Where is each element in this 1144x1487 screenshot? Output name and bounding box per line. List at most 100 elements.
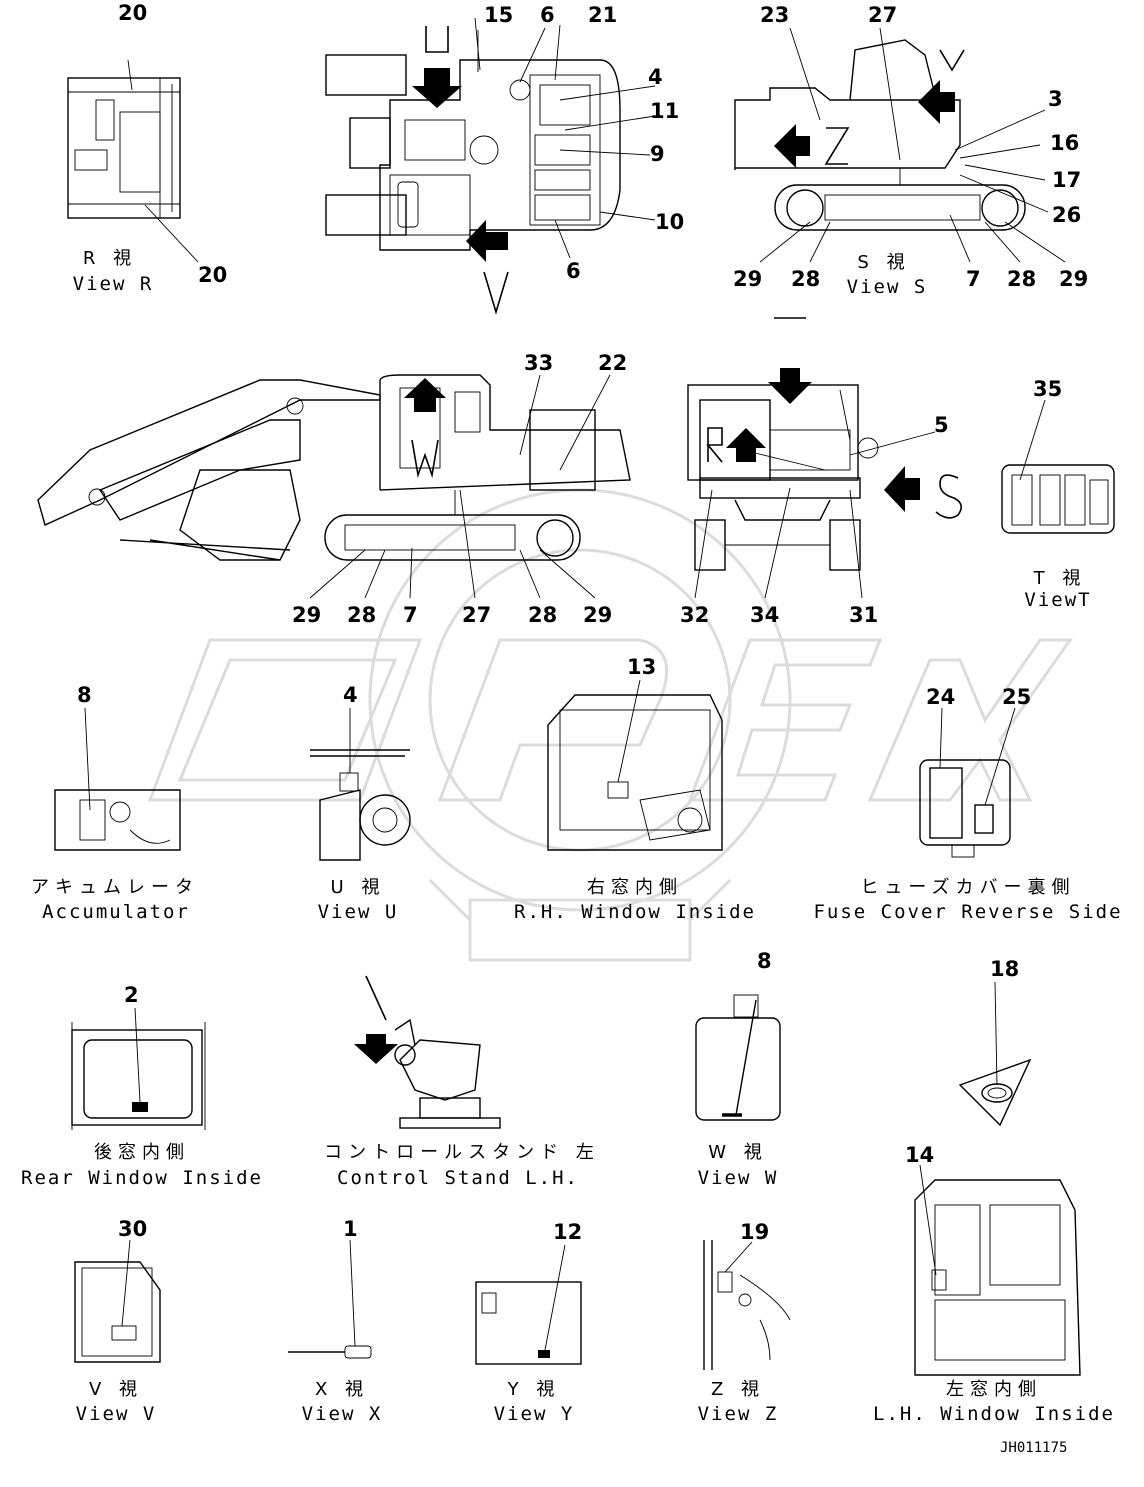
caption-jp: Z 視 xyxy=(711,1379,765,1400)
callout: 13 xyxy=(627,655,656,679)
callout: 32 xyxy=(680,603,709,627)
arrow-u xyxy=(412,26,462,108)
callout: 29 xyxy=(292,603,321,627)
caption-jp: コントロールスタンド 左 xyxy=(324,1142,600,1163)
top-view-drawing xyxy=(325,17,621,251)
callout: 12 xyxy=(553,1220,582,1244)
view-y-drawing xyxy=(475,1281,582,1365)
callout: 23 xyxy=(760,3,789,27)
callout: 20 xyxy=(118,1,147,25)
view-x-drawing xyxy=(288,1345,372,1359)
rh-window-drawing xyxy=(547,694,723,851)
drawing-number: JH011175 xyxy=(1000,1440,1067,1456)
caption-jp: U 視 xyxy=(331,877,386,898)
caption-en: View U xyxy=(318,901,399,923)
view-r-drawing xyxy=(67,59,199,263)
view-w-drawing xyxy=(695,994,781,1121)
callout: 29 xyxy=(1059,267,1088,291)
caption-jp: アキュムレータ xyxy=(31,877,199,898)
caption-en: Rear Window Inside xyxy=(21,1167,263,1189)
callout: 7 xyxy=(966,267,981,291)
callout: 5 xyxy=(934,413,949,437)
callout: 10 xyxy=(655,210,684,234)
caption-en: L.H. Window Inside xyxy=(873,1403,1115,1425)
callout: 19 xyxy=(740,1220,769,1244)
caption-en: View W xyxy=(698,1167,779,1189)
callout: 14 xyxy=(905,1143,934,1167)
callout: 28 xyxy=(791,267,820,291)
callout: 24 xyxy=(926,685,955,709)
callout: 7 xyxy=(403,603,418,627)
view-z-drawing xyxy=(703,1240,791,1370)
caption-jp: 後窓内側 xyxy=(94,1142,190,1163)
callout: 27 xyxy=(868,3,897,27)
callout: 8 xyxy=(77,683,92,707)
view-captions: R 視 View R S 視 View S T 視 ViewT アキュムレータ … xyxy=(21,248,1122,1425)
caption-en: View V xyxy=(76,1403,157,1425)
callout: 18 xyxy=(990,957,1019,981)
callout: 1 xyxy=(343,1217,358,1241)
view-u-drawing xyxy=(310,749,411,861)
callout: 29 xyxy=(583,603,612,627)
caption-jp: X 視 xyxy=(315,1379,369,1400)
callout: 20 xyxy=(198,263,227,287)
view-t-drawing xyxy=(1001,464,1115,534)
arrow-v xyxy=(466,220,509,315)
arrow-r xyxy=(706,427,766,463)
callout: 33 xyxy=(524,351,553,375)
callout: 3 xyxy=(1048,87,1063,111)
callout: 25 xyxy=(1002,685,1031,709)
callout: 31 xyxy=(849,603,878,627)
arrow-w xyxy=(404,378,446,479)
callout: 6 xyxy=(566,259,581,283)
caption-en: View R xyxy=(73,273,154,295)
callout: 28 xyxy=(528,603,557,627)
callout: 34 xyxy=(750,603,779,627)
lh-window-drawing xyxy=(914,1179,1081,1376)
callout: 21 xyxy=(588,3,617,27)
callout: 17 xyxy=(1052,168,1081,192)
callout: 4 xyxy=(648,65,663,89)
caption-en: Control Stand L.H. xyxy=(337,1167,579,1189)
callout: 2 xyxy=(124,983,139,1007)
arrow-s xyxy=(884,466,962,519)
caption-jp: 左窓内側 xyxy=(946,1379,1042,1400)
caption-jp: W 視 xyxy=(708,1142,768,1163)
arrow-t xyxy=(768,317,812,404)
caption-en: View S xyxy=(847,276,928,298)
excavator-side-drawing xyxy=(37,374,631,561)
caption-jp: V 視 xyxy=(89,1379,143,1400)
fuse-cover-drawing xyxy=(919,759,1011,858)
caption-en: Accumulator xyxy=(42,901,190,923)
callout: 30 xyxy=(118,1217,147,1241)
caption-en: R.H. Window Inside xyxy=(514,901,756,923)
caption-jp: S 視 xyxy=(857,252,910,273)
callout: 11 xyxy=(650,99,679,123)
view-v-drawing xyxy=(74,1261,161,1363)
callout: 4 xyxy=(343,683,358,707)
arrow-z xyxy=(774,124,850,168)
callout: 28 xyxy=(1007,267,1036,291)
caption-en: ViewT xyxy=(1024,589,1091,611)
caption-jp: T 視 xyxy=(1033,568,1087,589)
callout: 26 xyxy=(1052,203,1081,227)
control-stand-drawing xyxy=(394,1018,501,1129)
side-right-drawing xyxy=(734,39,1026,231)
callout: 6 xyxy=(540,3,555,27)
part-18-drawing xyxy=(958,1058,1032,1127)
caption-en: Fuse Cover Reverse Side xyxy=(813,901,1122,923)
callout: 27 xyxy=(462,603,491,627)
caption-jp: 右窓内側 xyxy=(587,877,683,898)
caption-jp: R 視 xyxy=(83,248,137,269)
caption-en: View X xyxy=(302,1403,383,1425)
callout-numbers: 20 20 15 6 21 4 11 9 10 6 23 27 3 16 17 … xyxy=(77,1,1088,1244)
leader-lines xyxy=(84,27,1066,1351)
callout: 22 xyxy=(598,351,627,375)
callout: 29 xyxy=(733,267,762,291)
accumulator-drawing xyxy=(54,789,181,851)
arrow-y xyxy=(918,49,965,124)
callout: 28 xyxy=(347,603,376,627)
caption-en: View Z xyxy=(698,1403,779,1425)
rear-window-drawing xyxy=(71,1022,206,1130)
